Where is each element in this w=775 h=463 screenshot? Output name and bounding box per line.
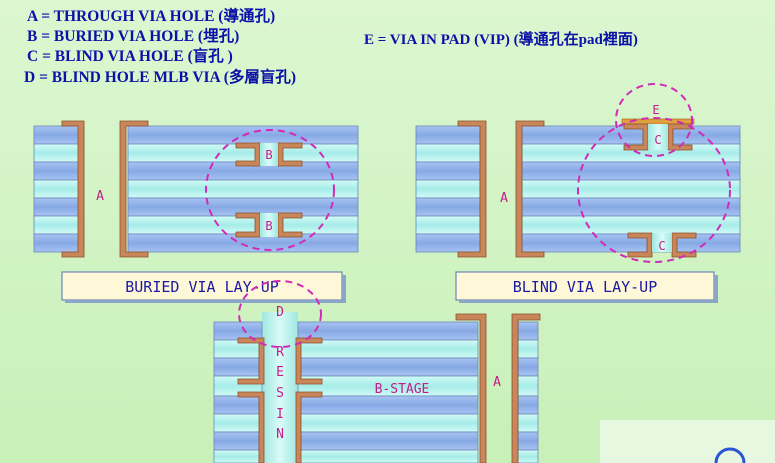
caption-buried-box: BURIED VIA LAY-UP [61,271,346,303]
blind-left-stack [415,125,481,253]
mlb-highlight-circle [238,280,322,348]
mlb-lower-via-left [237,391,265,463]
bstage-label: B-STAGE [375,382,430,397]
buried-label-a: A [96,189,104,204]
caption-buried: BURIED VIA LAY-UP [125,278,279,296]
buried-left-stack [33,125,85,253]
mlb-board: A D R E S I N B-STAGE [213,280,541,463]
buried-through-hole-right-wall [119,120,149,258]
mlb-far-right-stack [517,321,539,463]
decorative-corner-arc [714,447,746,463]
resin-letter-r: R [276,345,284,360]
legend-buried-via: B = BURIED VIA HOLE (埋孔) [27,28,240,45]
blind-through-hole-left-wall [457,120,487,258]
buried-label-b-upper: B [265,148,272,162]
resin-letter-i: I [276,407,284,422]
legend-through-via: A = THROUGH VIA HOLE (導通孔) [27,8,276,25]
legend-mlb-via: D = BLIND HOLE MLB VIA (多層盲孔) [24,69,297,86]
buried-via-board: A B B [33,120,359,258]
blind-through-hole-right-wall [515,120,545,258]
buried-through-hole-left-wall [61,120,85,258]
resin-letter-e: E [276,365,284,380]
mlb-label-a: A [493,375,501,390]
buried-highlight-circle [205,129,335,251]
mlb-left-stack [213,321,263,463]
blind-via-board: A C E C [415,83,741,263]
blind-label-c-top: C [654,133,661,147]
blind-label-a: A [500,191,508,206]
mlb-lower-via-right [295,391,323,463]
resin-letter-s: S [276,386,284,401]
legend-blind-via: C = BLIND VIA HOLE (盲孔 ) [27,48,233,65]
caption-blind-box: BLIND VIA LAY-UP [455,271,718,303]
buried-via-lower-right [277,212,303,238]
blind-highlight-circle [577,117,731,263]
mlb-label-d: D [276,305,284,320]
resin-letter-n: N [276,427,284,442]
blind-right-stack [521,125,741,253]
decorative-light-patch [600,420,775,463]
legend-via-in-pad: E = VIA IN PAD (VIP) (導通孔在pad裡面) [364,32,638,48]
mlb-through-hole-left-wall [455,313,487,463]
vip-highlight-circle [615,83,693,157]
mlb-through-hole-right-wall [511,313,541,463]
blind-label-c-bottom: C [658,239,665,253]
buried-label-b-lower: B [265,219,272,233]
resin-column [262,312,298,463]
vip-label-e: E [652,103,659,117]
resin-label: R E S I N [276,345,284,442]
caption-blind: BLIND VIA LAY-UP [513,278,658,296]
